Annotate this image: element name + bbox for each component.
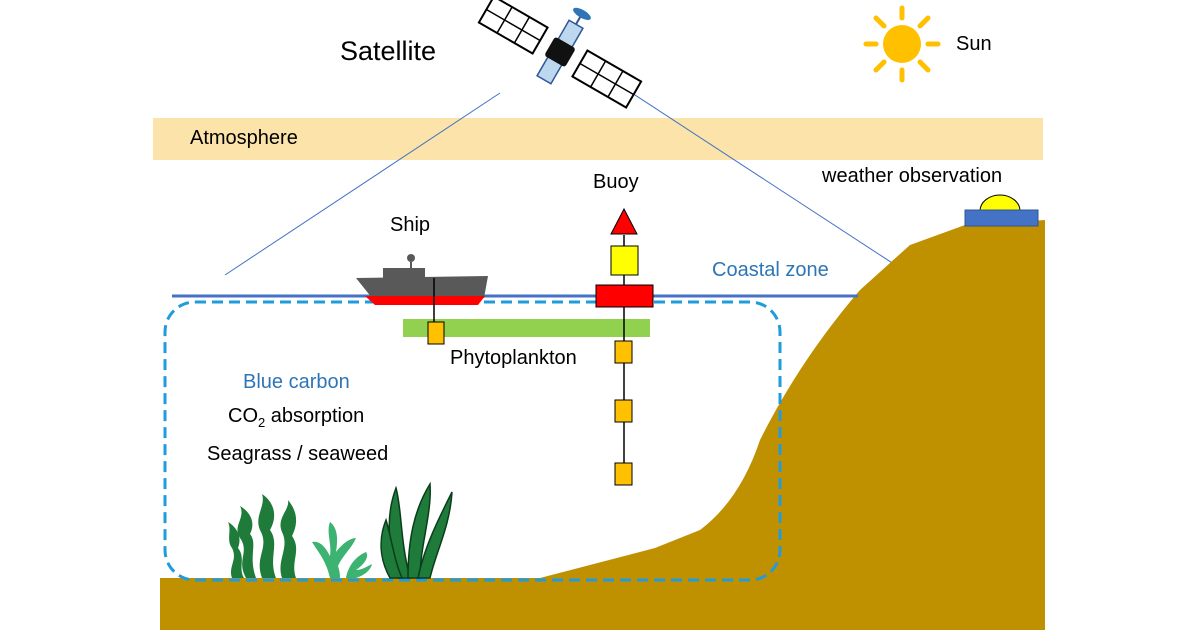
co2-suffix: absorption bbox=[265, 405, 364, 427]
satellite-icon bbox=[477, 0, 643, 109]
buoy-icon bbox=[595, 207, 654, 486]
co2-prefix: CO bbox=[228, 405, 258, 427]
solar-panel-left bbox=[477, 0, 549, 55]
coastal-zone-label: Coastal zone bbox=[712, 259, 829, 281]
phytoplankton-label: Phytoplankton bbox=[450, 347, 577, 369]
sun-icon bbox=[863, 5, 941, 83]
seagrass-label: Seagrass / seaweed bbox=[207, 443, 388, 465]
atmosphere-band bbox=[153, 118, 1043, 160]
co2-subscript: 2 bbox=[258, 415, 265, 430]
blue-carbon-label: Blue carbon bbox=[243, 371, 350, 393]
phytoplankton-layer bbox=[403, 319, 650, 337]
buoy-label: Buoy bbox=[593, 171, 639, 193]
ship-icon bbox=[356, 254, 488, 345]
co2-absorption-label: CO2 absorption bbox=[228, 405, 364, 430]
sun-label: Sun bbox=[956, 33, 992, 55]
seaweed-icon bbox=[228, 481, 453, 579]
ground-land bbox=[160, 220, 1045, 630]
weather-station-icon bbox=[964, 194, 1039, 227]
atmosphere-label: Atmosphere bbox=[190, 127, 298, 149]
solar-panel-right bbox=[571, 49, 643, 109]
satellite-label: Satellite bbox=[340, 36, 436, 66]
satellite-view-line-left bbox=[224, 92, 501, 276]
satellite-view-line-right bbox=[611, 79, 904, 271]
ship-label: Ship bbox=[390, 214, 430, 236]
weather-observation-label: weather observation bbox=[821, 165, 1002, 187]
